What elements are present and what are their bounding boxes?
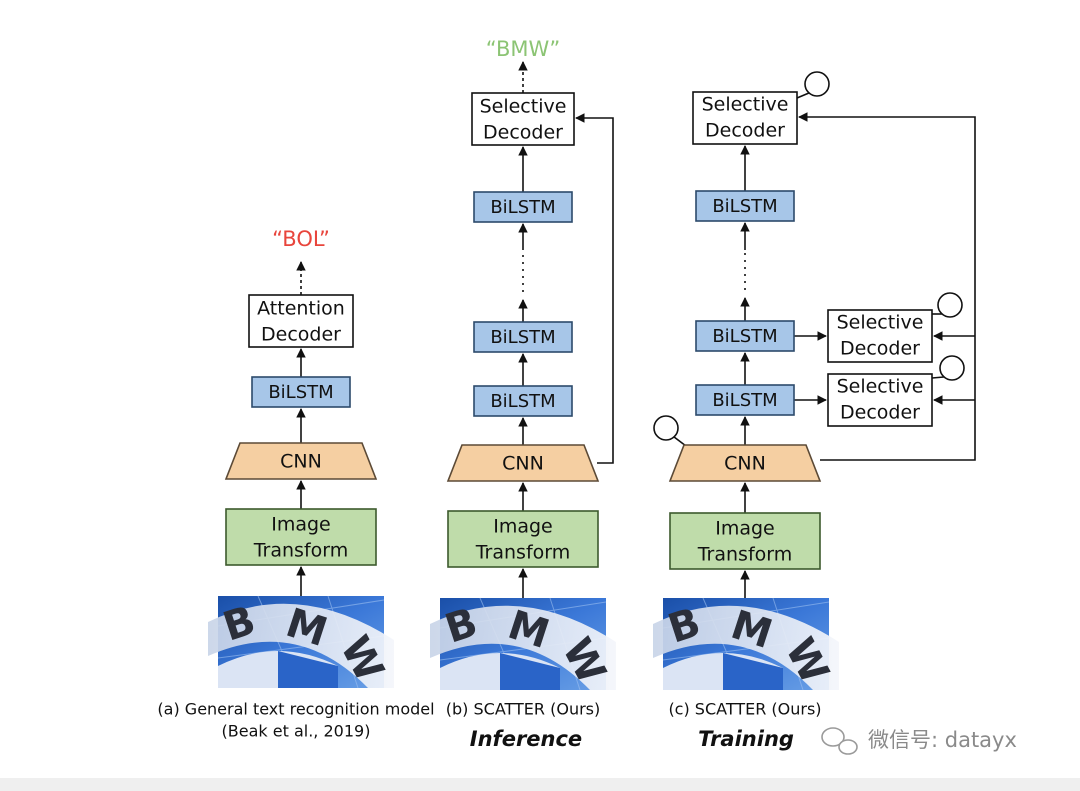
wechat-icon-bubble <box>838 739 858 755</box>
bilstm-b-3 <box>473 191 573 223</box>
watermark-text: 微信号: datayx <box>868 728 1017 752</box>
output-text-a: “BOL” <box>272 227 330 251</box>
mode-label-training: Training <box>698 727 794 751</box>
page-bottom-band <box>0 778 1080 791</box>
bilstm-c-1 <box>695 384 795 416</box>
feedback-line-cnn-to-main-decoder-c <box>798 112 976 461</box>
bilstm-c-1-label: BiLSTM <box>712 390 777 411</box>
loss-circle-cnn-c <box>653 415 679 441</box>
bilstm-b-3-label: BiLSTM <box>490 197 555 218</box>
attention-decoder-a-label-line-1: Attention <box>257 298 345 320</box>
selective-decoder-c-upper-label-line-2: Decoder <box>840 338 920 360</box>
selective-decoder-c-main-label-line-2: Decoder <box>705 120 785 142</box>
loss-circle-lower-decoder-c <box>939 355 965 381</box>
selective-decoder-c-main-label-line-1: Selective <box>702 94 789 116</box>
attention-decoder-a <box>248 294 354 348</box>
cnn-a <box>224 442 378 480</box>
selective-decoder-b-label-line-1: Selective <box>480 96 567 118</box>
bilstm-b-1-label: BiLSTM <box>490 391 555 412</box>
attention-decoder-a-label-line-2: Decoder <box>261 324 341 346</box>
input-image-emblem-quarter <box>500 653 560 690</box>
cnn-b-label: CNN <box>502 453 544 475</box>
bilstm-b-2 <box>473 321 573 353</box>
selective-decoder-c-lower-label-line-1: Selective <box>837 376 924 398</box>
image-transform-b-label-line-1: Image <box>493 516 553 538</box>
output-text-b: “BMW” <box>486 37 560 61</box>
wechat-icon <box>821 727 845 747</box>
selective-decoder-c-lower <box>827 373 933 427</box>
bilstm-a-label: BiLSTM <box>268 382 333 403</box>
image-transform-b-label-line-2: Transform <box>475 542 571 564</box>
caption-c: (c) SCATTER (Ours) <box>668 700 821 719</box>
image-transform-a-label-line-2: Transform <box>253 540 349 562</box>
loss-circle-main-decoder-c <box>804 71 830 97</box>
input-image-ring <box>653 605 839 690</box>
bilstm-a <box>251 376 351 408</box>
watermark <box>821 727 858 755</box>
selective-decoder-c-lower-label-line-2: Decoder <box>840 402 920 424</box>
input-image-emblem-quarter <box>278 651 338 688</box>
image-transform-a <box>225 508 377 566</box>
selective-decoder-b <box>471 92 575 146</box>
selective-decoder-b-label-line-2: Decoder <box>483 122 563 144</box>
loss-circle-lower-decoder-c-tail <box>931 376 944 379</box>
selective-decoder-c-main <box>692 91 798 145</box>
cnn-c-label: CNN <box>724 453 766 475</box>
skip-connection-cnn-to-decoder-b <box>575 113 614 464</box>
cnn-a-label: CNN <box>280 451 322 473</box>
input-image-emblem-quarter <box>723 653 783 690</box>
mode-label-inference: Inference <box>470 727 582 751</box>
image-transform-c-label-line-2: Transform <box>697 544 793 566</box>
selective-decoder-c-upper <box>827 309 933 363</box>
bilstm-b-1 <box>473 385 573 417</box>
bilstm-b-2-label: BiLSTM <box>490 327 555 348</box>
caption-b: (b) SCATTER (Ours) <box>446 700 600 719</box>
input-image-ring <box>430 605 616 690</box>
bilstm-c-3 <box>695 190 795 222</box>
image-transform-b <box>447 510 599 568</box>
image-transform-c-label-line-1: Image <box>715 518 775 540</box>
image-transform-a-label-line-1: Image <box>271 514 331 536</box>
loss-circle-upper-decoder-c <box>937 292 963 318</box>
bilstm-c-2 <box>695 320 795 352</box>
cnn-c <box>668 444 822 482</box>
image-transform-c <box>669 512 821 570</box>
bilstm-c-3-label: BiLSTM <box>712 196 777 217</box>
cnn-b <box>446 444 600 482</box>
bilstm-c-2-label: BiLSTM <box>712 326 777 347</box>
caption-a-line-1: (a) General text recognition model <box>157 700 434 719</box>
loss-circle-main-decoder-c-tail <box>796 92 810 99</box>
selective-decoder-c-upper-label-line-1: Selective <box>837 312 924 334</box>
input-image-ring <box>208 603 394 688</box>
caption-a-line-2: (Beak et al., 2019) <box>222 722 371 741</box>
